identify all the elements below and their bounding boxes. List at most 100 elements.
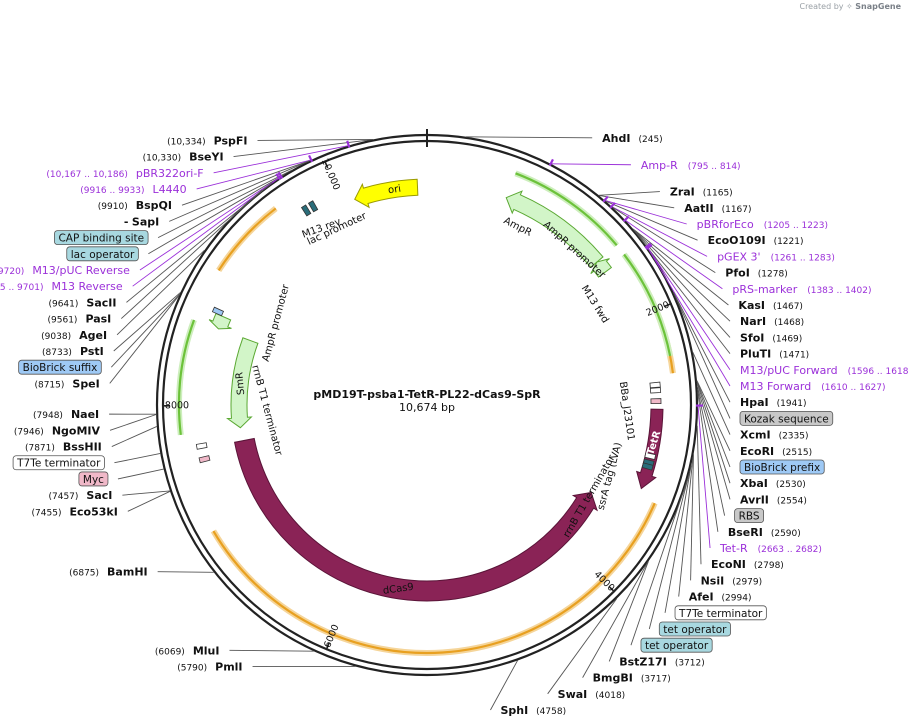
feature-box-lac-operator[interactable] [66,246,139,262]
primer-name-prs-marker[interactable]: pRS-marker [732,283,797,296]
feature-box-biobrick-prefix[interactable] [739,459,825,475]
site-label-group[interactable]: PmlI(5790) [177,661,242,674]
site-label-group[interactable]: PasI(9561) [48,313,112,326]
site-name-sphi[interactable]: SphI [500,704,528,717]
site-label-group[interactable]: SphI(4758) [500,704,566,717]
site-name-sapi[interactable]: SapI [132,215,159,228]
site-name-pmli[interactable]: PmlI [215,661,242,674]
site-label-group[interactable]: EcoNI(2798) [711,558,784,571]
site-label-group[interactable]: BseYI(10,330) [143,151,224,164]
site-label-group[interactable]: PspFI(10,334) [167,134,247,147]
feature-box-myc[interactable] [78,471,109,487]
site-label-group[interactable]: BmgBI(3717) [593,672,671,685]
site-name-bamhi[interactable]: BamHI [107,566,148,579]
site-label-group[interactable]: SacII(9641) [48,296,116,309]
primer-label-group[interactable]: M13 Reverse(9685 .. 9701) [0,280,123,293]
feature-box-cap-binding-site[interactable] [54,230,149,245]
site-name-zrai[interactable]: ZraI [670,186,695,199]
primer-label-group[interactable]: pBR322ori-F(10,167 .. 10,186) [46,167,203,180]
feature-box-tet-operator[interactable] [640,637,713,653]
box-label-group[interactable]: BioBrick suffix [18,359,102,375]
site-name-agei[interactable]: AgeI [79,329,107,342]
site-label-group[interactable]: EcoO109I(1221) [708,234,804,247]
site-name-xcmi[interactable]: XcmI [740,429,771,442]
primer-name-pbrforeco[interactable]: pBRforEco [697,218,754,231]
primer-label-group[interactable]: L4440(9916 .. 9933) [80,183,186,196]
site-label-group[interactable]: SapI- [124,215,159,228]
site-label-group[interactable]: XbaI(2530) [740,477,806,490]
site-label-group[interactable]: AatII(1167) [684,202,751,215]
site-name-xbai[interactable]: XbaI [740,477,768,490]
site-label-group[interactable]: BstZ17I(3712) [619,655,705,668]
primer-name-amp-r[interactable]: Amp-R [641,159,678,172]
site-label-group[interactable]: BssHII(7871) [25,441,102,454]
site-label-group[interactable]: SfoI(1469) [740,331,802,344]
primer-name-pbr322ori-f[interactable]: pBR322ori-F [136,167,204,180]
site-name-sfoi[interactable]: SfoI [740,331,764,344]
site-label-group[interactable]: SwaI(4018) [558,688,626,701]
site-name-bmgbi[interactable]: BmgBI [593,672,633,685]
site-name-saci[interactable]: SacI [86,489,112,502]
site-name-eco53ki[interactable]: Eco53kI [69,505,117,518]
site-name-bseyi[interactable]: BseYI [189,151,223,164]
box-label-group[interactable]: Myc [78,471,109,487]
site-label-group[interactable]: AhdI(245) [602,132,663,145]
site-label-group[interactable]: Eco53kI(7455) [32,505,118,518]
site-name-nsii[interactable]: NsiI [701,574,725,587]
primer-label-group[interactable]: M13/pUC Reverse(9698 .. 9720) [0,264,130,277]
site-label-group[interactable]: SacI(7457) [48,489,112,502]
site-name-psti[interactable]: PstI [80,345,104,358]
box-label-group[interactable]: T7Te terminator [12,455,105,471]
feature-box-biobrick-suffix[interactable] [18,359,102,375]
primer-label-group[interactable]: pBRforEco(1205 .. 1223) [697,218,828,231]
site-name-pluti[interactable]: PluTI [740,348,771,361]
site-name-nari[interactable]: NarI [740,315,766,328]
feature-box-tet-operator[interactable] [658,621,731,637]
site-label-group[interactable]: NarI(1468) [740,315,804,328]
site-label-group[interactable]: NgoMIV(7946) [14,424,101,437]
site-label-group[interactable]: NsiI(2979) [701,574,763,587]
box-label-group[interactable]: tet operator [658,621,731,637]
primer-label-group[interactable]: Amp-R(795 .. 814) [641,159,741,172]
site-name-mlui[interactable]: MluI [193,644,220,657]
site-name-sacii[interactable]: SacII [86,296,116,309]
box-label-group[interactable]: tet operator [640,637,713,653]
box-label-group[interactable]: Kozak sequence [739,410,834,426]
primer-name-m13-reverse[interactable]: M13 Reverse [51,280,122,293]
box-label-group[interactable]: CAP binding site [54,230,149,245]
site-label-group[interactable]: KasI(1467) [738,299,803,312]
box-label-group[interactable]: T7Te terminator [674,605,767,621]
site-label-group[interactable]: AgeI(9038) [41,329,107,342]
site-label-group[interactable]: AfeI(2994) [689,591,752,604]
primer-name-m13-puc-reverse[interactable]: M13/pUC Reverse [32,264,130,277]
site-label-group[interactable]: ZraI(1165) [670,186,733,199]
site-name-ecori[interactable]: EcoRI [740,445,774,458]
box-label-group[interactable]: BioBrick prefix [739,459,825,475]
feature-tetr[interactable] [635,408,664,490]
primer-name-pgex-3[interactable]: pGEX 3' [717,250,761,263]
site-label-group[interactable]: BseRI(2590) [728,526,801,539]
primer-label-group[interactable]: M13 Forward(1610 .. 1627) [740,380,886,393]
feature-ampr-promoter[interactable] [208,312,232,330]
site-name-ngomiv[interactable]: NgoMIV [52,424,101,437]
site-name-naei[interactable]: NaeI [71,408,99,421]
site-name-aatii[interactable]: AatII [684,202,713,215]
feature-box-t7te-terminator[interactable] [674,605,767,621]
site-name-bsshii[interactable]: BssHII [63,441,102,454]
site-name-ecoo109i[interactable]: EcoO109I [708,234,766,247]
site-label-group[interactable]: MluI(6069) [155,644,220,657]
site-label-group[interactable]: PstI(8733) [42,345,104,358]
site-label-group[interactable]: HpaI(1941) [740,396,807,409]
box-label-group[interactable]: lac operator [66,246,139,262]
site-label-group[interactable]: AvrII(2554) [740,493,807,506]
site-name-swai[interactable]: SwaI [558,688,588,701]
primer-name-tet-r[interactable]: Tet-R [719,542,748,555]
box-label-group[interactable]: RBS [734,508,764,524]
site-name-spei[interactable]: SpeI [72,377,99,390]
site-name-avrii[interactable]: AvrII [740,493,769,506]
feature-box-t7te-terminator[interactable] [12,455,105,471]
feature-box-rbs[interactable] [734,508,764,524]
primer-label-group[interactable]: M13/pUC Forward(1596 .. 1618) [740,364,909,377]
site-name-ahdi[interactable]: AhdI [602,132,630,145]
site-label-group[interactable]: NaeI(7948) [33,408,99,421]
